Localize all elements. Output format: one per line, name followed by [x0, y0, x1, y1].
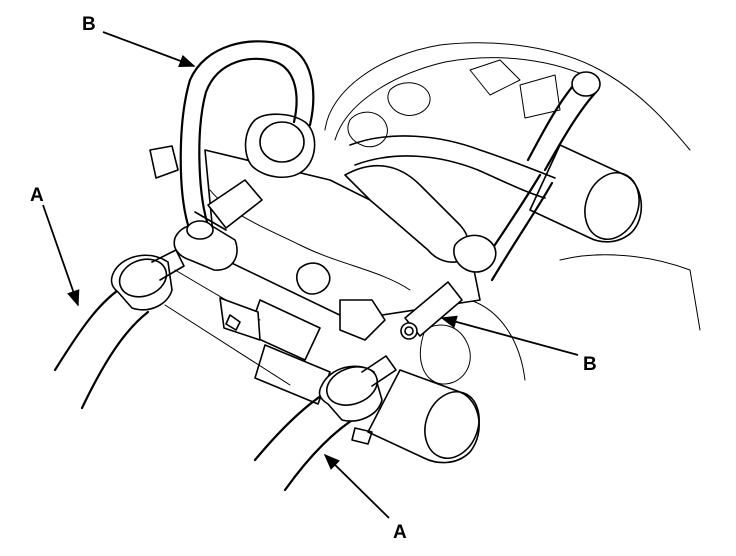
engine-background	[324, 42, 701, 385]
throttle-cylinders	[247, 144, 643, 464]
leader-arrow-b-right	[440, 315, 579, 356]
callout-b-right: B	[440, 315, 597, 375]
leader-arrow-b-top	[102, 31, 196, 67]
callout-a-left: A	[30, 185, 80, 307]
callout-label-a-bottom: A	[393, 522, 407, 543]
valve-fitting	[173, 113, 316, 271]
hose-a-left	[53, 249, 185, 410]
leader-arrow-a-left	[42, 204, 80, 307]
hose-b-top	[179, 40, 315, 240]
callout-label-b-right: B	[583, 354, 597, 375]
callout-label-b-top: B	[82, 14, 96, 35]
callout-label-a-left: A	[30, 185, 44, 206]
hose-b-right	[344, 71, 601, 282]
leader-arrow-a-bottom	[323, 453, 390, 519]
hose-b-nipple	[400, 281, 463, 340]
callout-a-bottom: A	[323, 453, 407, 543]
callout-b-top: B	[82, 14, 196, 67]
hose-a-bottom	[253, 355, 397, 492]
